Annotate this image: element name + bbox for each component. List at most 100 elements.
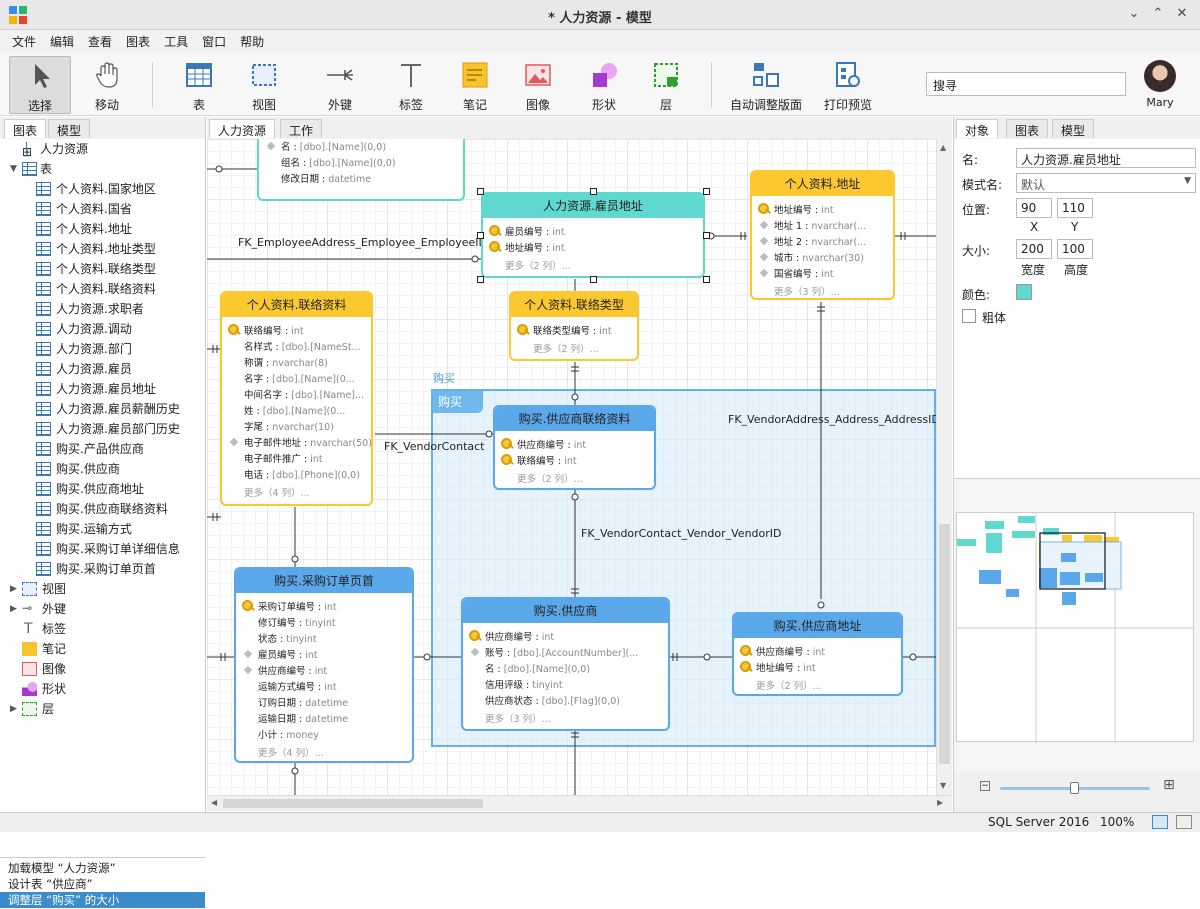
entity-field[interactable]: 修订编号 : tinyint <box>258 618 336 629</box>
bold-checkbox[interactable] <box>962 309 976 323</box>
note-tool-button[interactable]: 笔记 <box>444 56 506 114</box>
tree-item-table[interactable]: 个人资料.联络资料 <box>0 279 205 299</box>
tree-item-table[interactable]: 购买.供应商 <box>0 459 205 479</box>
entity-field[interactable]: 称谓 : nvarchar(8) <box>244 358 328 369</box>
scroll-thumb[interactable] <box>939 524 950 764</box>
entity-field[interactable]: 地址 2 : nvarchar(... <box>774 237 867 248</box>
more-columns-link[interactable]: 更多（2 列）... <box>517 474 583 485</box>
more-columns-link[interactable]: 更多（2 列）... <box>505 261 571 272</box>
relation-label[interactable]: FK_VendorAddress_Address_AddressID <box>728 413 936 426</box>
resize-handle[interactable] <box>477 276 484 283</box>
resize-handle[interactable] <box>703 276 710 283</box>
entity-table[interactable]: 名 : [dbo].[Name](0,0) 组名 : [dbo].[Name](0… <box>257 139 465 201</box>
zoom-in-icon[interactable]: ⊞ <box>1163 777 1175 793</box>
entity-field[interactable]: 供应商编号 : int <box>517 440 587 451</box>
menu-file[interactable]: 文件 <box>12 35 37 49</box>
chevron-right-icon[interactable]: ▶ <box>10 604 17 614</box>
tab-object[interactable]: 对象 <box>956 119 999 138</box>
tree-group[interactable]: 形状 <box>0 679 205 699</box>
panel-toggle-icon[interactable] <box>1176 815 1192 829</box>
tree-group-tables[interactable]: ▼表 <box>0 159 205 179</box>
shape-tool-button[interactable]: 形状 <box>573 56 635 114</box>
scroll-right-icon[interactable]: ▶ <box>937 798 944 807</box>
menu-edit[interactable]: 编辑 <box>50 35 75 49</box>
tree-item-table[interactable]: 人力资源.雇员 <box>0 359 205 379</box>
history-item[interactable]: 调整层 “购买” 的大小 <box>0 892 205 908</box>
more-columns-link[interactable]: 更多（4 列）... <box>258 748 324 759</box>
auto-layout-button[interactable]: 自动调整版面 <box>727 56 805 114</box>
tree-item-table[interactable]: 人力资源.求职者 <box>0 299 205 319</box>
entity-field[interactable]: 国省编号 : int <box>774 269 834 280</box>
entity-field[interactable]: 电子邮件推广 : int <box>244 454 323 465</box>
label-tool-button[interactable]: 标签 <box>380 56 442 114</box>
entity-field[interactable]: 中间名字 : [dbo].[Name]... <box>244 390 365 401</box>
menu-help[interactable]: 帮助 <box>240 35 265 49</box>
relation-label[interactable]: FK_VendorContact <box>384 440 485 453</box>
relation-label[interactable]: FK_VendorContact_Vendor_VendorID <box>581 527 782 540</box>
tab-hr[interactable]: 人力资源 <box>209 119 276 138</box>
history-item[interactable]: 加载模型 “人力资源” <box>8 861 116 875</box>
width-field[interactable]: 200 <box>1016 239 1052 259</box>
diagram-canvas[interactable]: 购买 购买 FK_EmployeeAddress_Employee_Employ… <box>207 139 936 795</box>
zoom-out-icon[interactable]: − <box>980 781 990 791</box>
entity-field[interactable]: 名 : [dbo].[Name](0,0) <box>281 142 387 153</box>
print-preview-button[interactable]: 打印预览 <box>817 56 879 114</box>
resize-handle[interactable] <box>703 188 710 195</box>
tree-item-table[interactable]: 购买.供应商地址 <box>0 479 205 499</box>
name-field[interactable]: 人力资源.雇员地址 <box>1016 148 1196 168</box>
chevron-right-icon[interactable]: ▶ <box>10 584 17 594</box>
vertical-scrollbar[interactable]: ▲ ▼ <box>936 139 952 795</box>
tree-item-table[interactable]: 个人资料.国家地区 <box>0 179 205 199</box>
horizontal-scrollbar[interactable]: ◀ ▶ <box>207 795 952 811</box>
resize-handle[interactable] <box>590 276 597 283</box>
relation-label[interactable]: FK_EmployeeAddress_Employee_EmployeeID <box>238 236 487 249</box>
entity-field[interactable]: 联络编号 : int <box>517 456 577 467</box>
entity-field[interactable]: 地址编号 : int <box>756 663 816 674</box>
scroll-up-icon[interactable]: ▲ <box>940 143 947 152</box>
menu-window[interactable]: 窗口 <box>202 35 227 49</box>
entity-field[interactable]: 联络编号 : int <box>244 326 304 337</box>
layout-toggle-icon[interactable] <box>1152 815 1168 829</box>
search-input[interactable]: 搜寻 <box>926 72 1126 96</box>
entity-field[interactable]: 采购订单编号 : int <box>258 602 337 613</box>
tree-item-table[interactable]: 个人资料.地址 <box>0 219 205 239</box>
more-columns-link[interactable]: 更多（4 列）... <box>244 488 310 499</box>
tree-item-table[interactable]: 购买.产品供应商 <box>0 439 205 459</box>
entity-field[interactable]: 运输日期 : datetime <box>258 714 349 725</box>
minimize-icon[interactable]: ⌄ <box>1128 6 1140 21</box>
entity-field[interactable]: 小计 : money <box>258 730 319 741</box>
zoom-slider-handle[interactable] <box>1070 782 1079 794</box>
scroll-down-icon[interactable]: ▼ <box>940 781 947 790</box>
more-columns-link[interactable]: 更多（3 列）... <box>485 714 551 725</box>
entity-field[interactable]: 订购日期 : datetime <box>258 698 349 709</box>
chevron-right-icon[interactable]: ▶ <box>10 704 17 714</box>
entity-field[interactable]: 供应商编号 : int <box>485 632 555 643</box>
tab-model[interactable]: 模型 <box>48 119 91 138</box>
menu-diagram[interactable]: 图表 <box>126 35 151 49</box>
close-icon[interactable]: ✕ <box>1176 6 1188 21</box>
tree-item-table[interactable]: 购买.采购订单页首 <box>0 559 205 579</box>
tab-diagram[interactable]: 图表 <box>4 119 47 138</box>
entity-field[interactable]: 状态 : tinyint <box>258 634 317 645</box>
tree-item-table[interactable]: 购买.采购订单详细信息 <box>0 539 205 559</box>
entity-field[interactable]: 雇员编号 : int <box>258 650 318 661</box>
more-columns-link[interactable]: 更多（2 列）... <box>533 344 599 355</box>
menu-tools[interactable]: 工具 <box>164 35 189 49</box>
resize-handle[interactable] <box>477 188 484 195</box>
entity-field[interactable]: 地址 1 : nvarchar(... <box>774 221 867 232</box>
scroll-left-icon[interactable]: ◀ <box>211 798 218 807</box>
entity-field[interactable]: 雇员编号 : int <box>505 227 565 238</box>
image-tool-button[interactable]: 图像 <box>507 56 569 114</box>
tab-model-props[interactable]: 模型 <box>1052 119 1095 138</box>
tree-root[interactable]: ⊞人力资源 <box>0 139 205 159</box>
layer-tool-button[interactable]: 层 <box>635 56 697 114</box>
entity-field[interactable]: 账号 : [dbo].[AccountNumber](... <box>485 648 639 659</box>
entity-field[interactable]: 组名 : [dbo].[Name](0,0) <box>281 158 396 169</box>
maximize-icon[interactable]: ⌃ <box>1152 6 1164 21</box>
